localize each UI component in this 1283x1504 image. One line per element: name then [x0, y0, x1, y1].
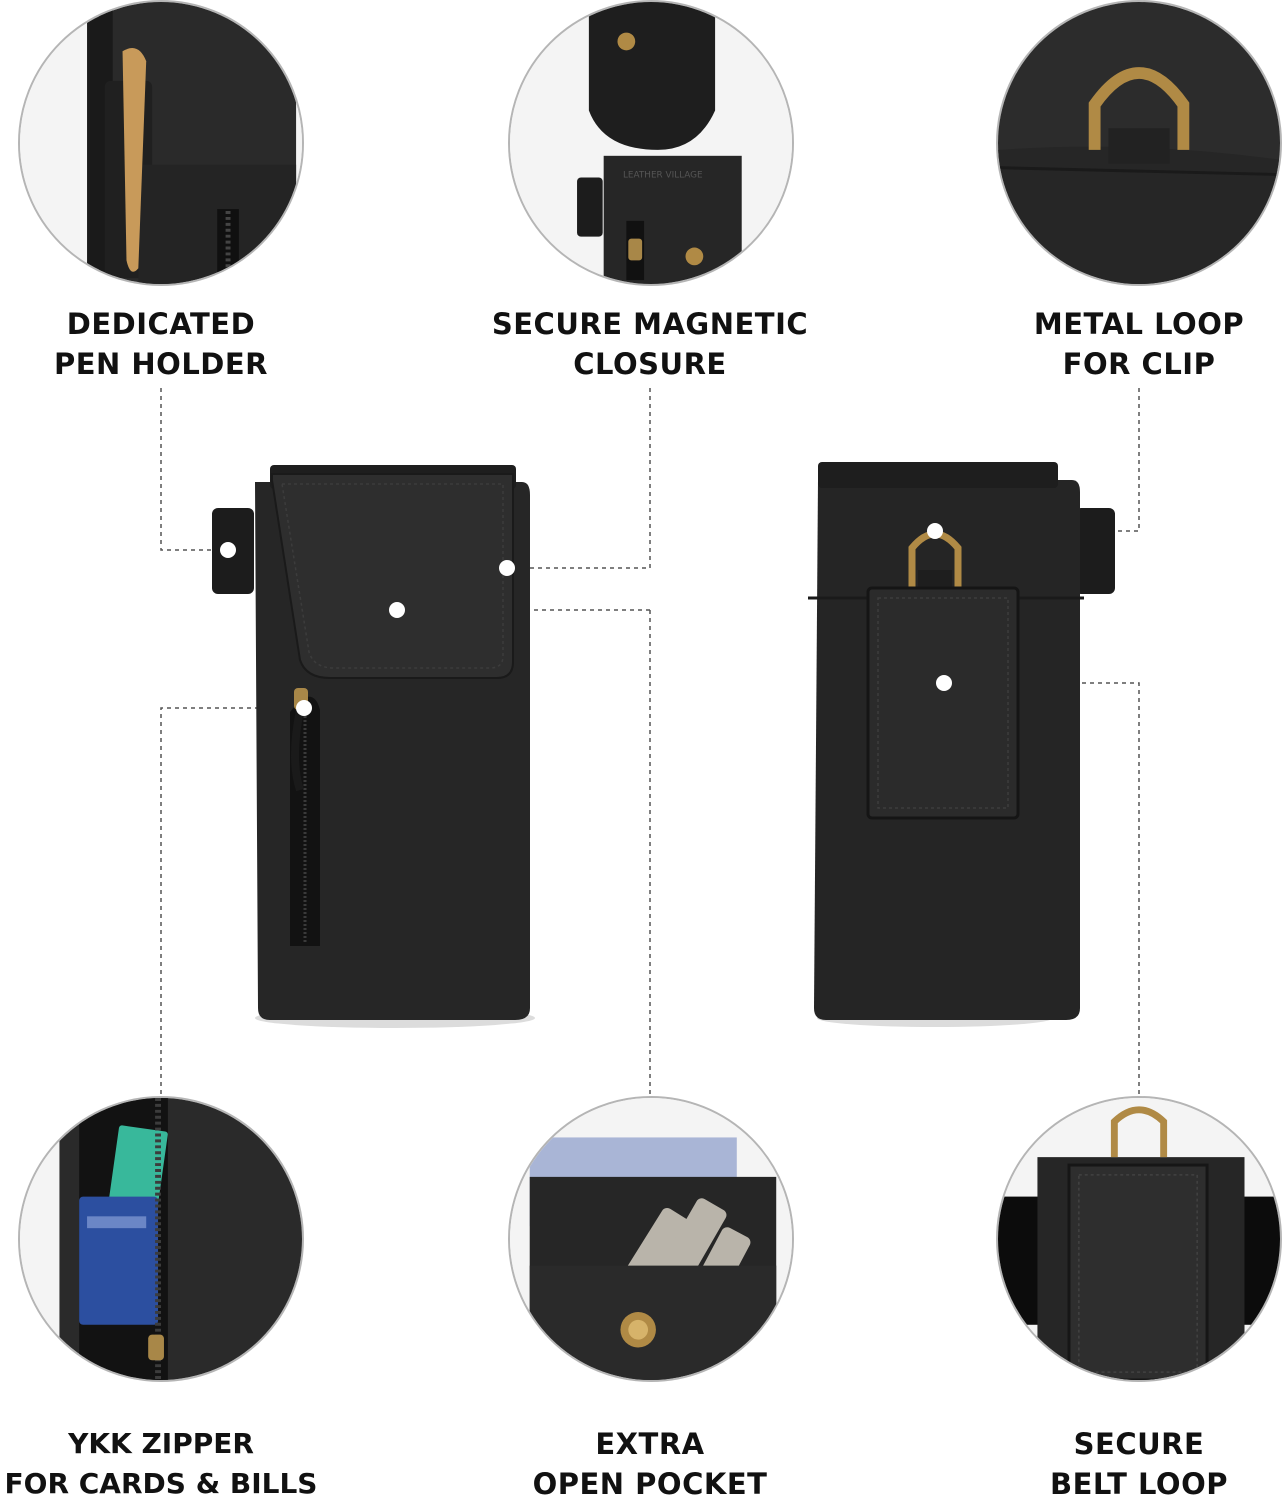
open-pocket-photo	[510, 1098, 792, 1380]
detail-circle-magnetic-closure: LEATHER VILLAGE	[508, 0, 794, 286]
label-pen-holder: DEDICATED PEN HOLDER	[0, 304, 322, 384]
pouch-back-view	[808, 462, 1115, 1027]
label-pen-holder-line-1: DEDICATED	[66, 307, 256, 341]
detail-circle-open-pocket	[508, 1096, 794, 1382]
label-ykk-zipper-line-1: YKK ZIPPER	[68, 1427, 254, 1460]
label-belt-loop: SECURE BELT LOOP	[990, 1424, 1283, 1504]
label-magnetic-closure: SECURE MAGNETIC CLOSURE	[450, 304, 850, 384]
label-metal-loop-line-2: FOR CLIP	[1062, 347, 1216, 381]
detail-circle-metal-loop	[996, 0, 1282, 286]
leader-line-belt-loop	[944, 682, 1140, 1118]
label-ykk-zipper-line-2: FOR CARDS & BILLS	[4, 1467, 318, 1500]
label-open-pocket-line-1: EXTRA	[595, 1427, 705, 1461]
leader-line-pen-holder	[160, 388, 228, 551]
label-pen-holder-line-2: PEN HOLDER	[53, 347, 269, 381]
label-open-pocket: EXTRA OPEN POCKET	[480, 1424, 820, 1504]
leader-line-closure	[507, 388, 651, 569]
label-magnetic-closure-line-1: SECURE MAGNETIC	[491, 307, 809, 341]
label-ykk-zipper: YKK ZIPPER FOR CARDS & BILLS	[0, 1424, 322, 1504]
label-metal-loop: METAL LOOP FOR CLIP	[990, 304, 1283, 384]
brand-stamp: LEATHER VILLAGE	[623, 171, 703, 181]
detail-circle-pen-holder	[18, 0, 304, 286]
pen-holder-photo	[20, 2, 302, 284]
pouch-front-view	[212, 465, 535, 1028]
metal-loop-photo	[998, 2, 1280, 284]
detail-circle-ykk-zipper	[18, 1096, 304, 1382]
ykk-zipper-photo	[20, 1098, 302, 1380]
label-metal-loop-line-1: METAL LOOP	[1033, 307, 1245, 341]
label-belt-loop-line-1: SECURE	[1073, 1427, 1205, 1461]
label-open-pocket-line-2: OPEN POCKET	[532, 1467, 768, 1501]
label-belt-loop-line-2: BELT LOOP	[1050, 1467, 1228, 1501]
belt-loop-photo	[998, 1098, 1280, 1380]
magnetic-closure-photo: LEATHER VILLAGE	[510, 2, 792, 284]
detail-circle-belt-loop	[996, 1096, 1282, 1382]
label-magnetic-closure-line-2: CLOSURE	[573, 347, 727, 381]
